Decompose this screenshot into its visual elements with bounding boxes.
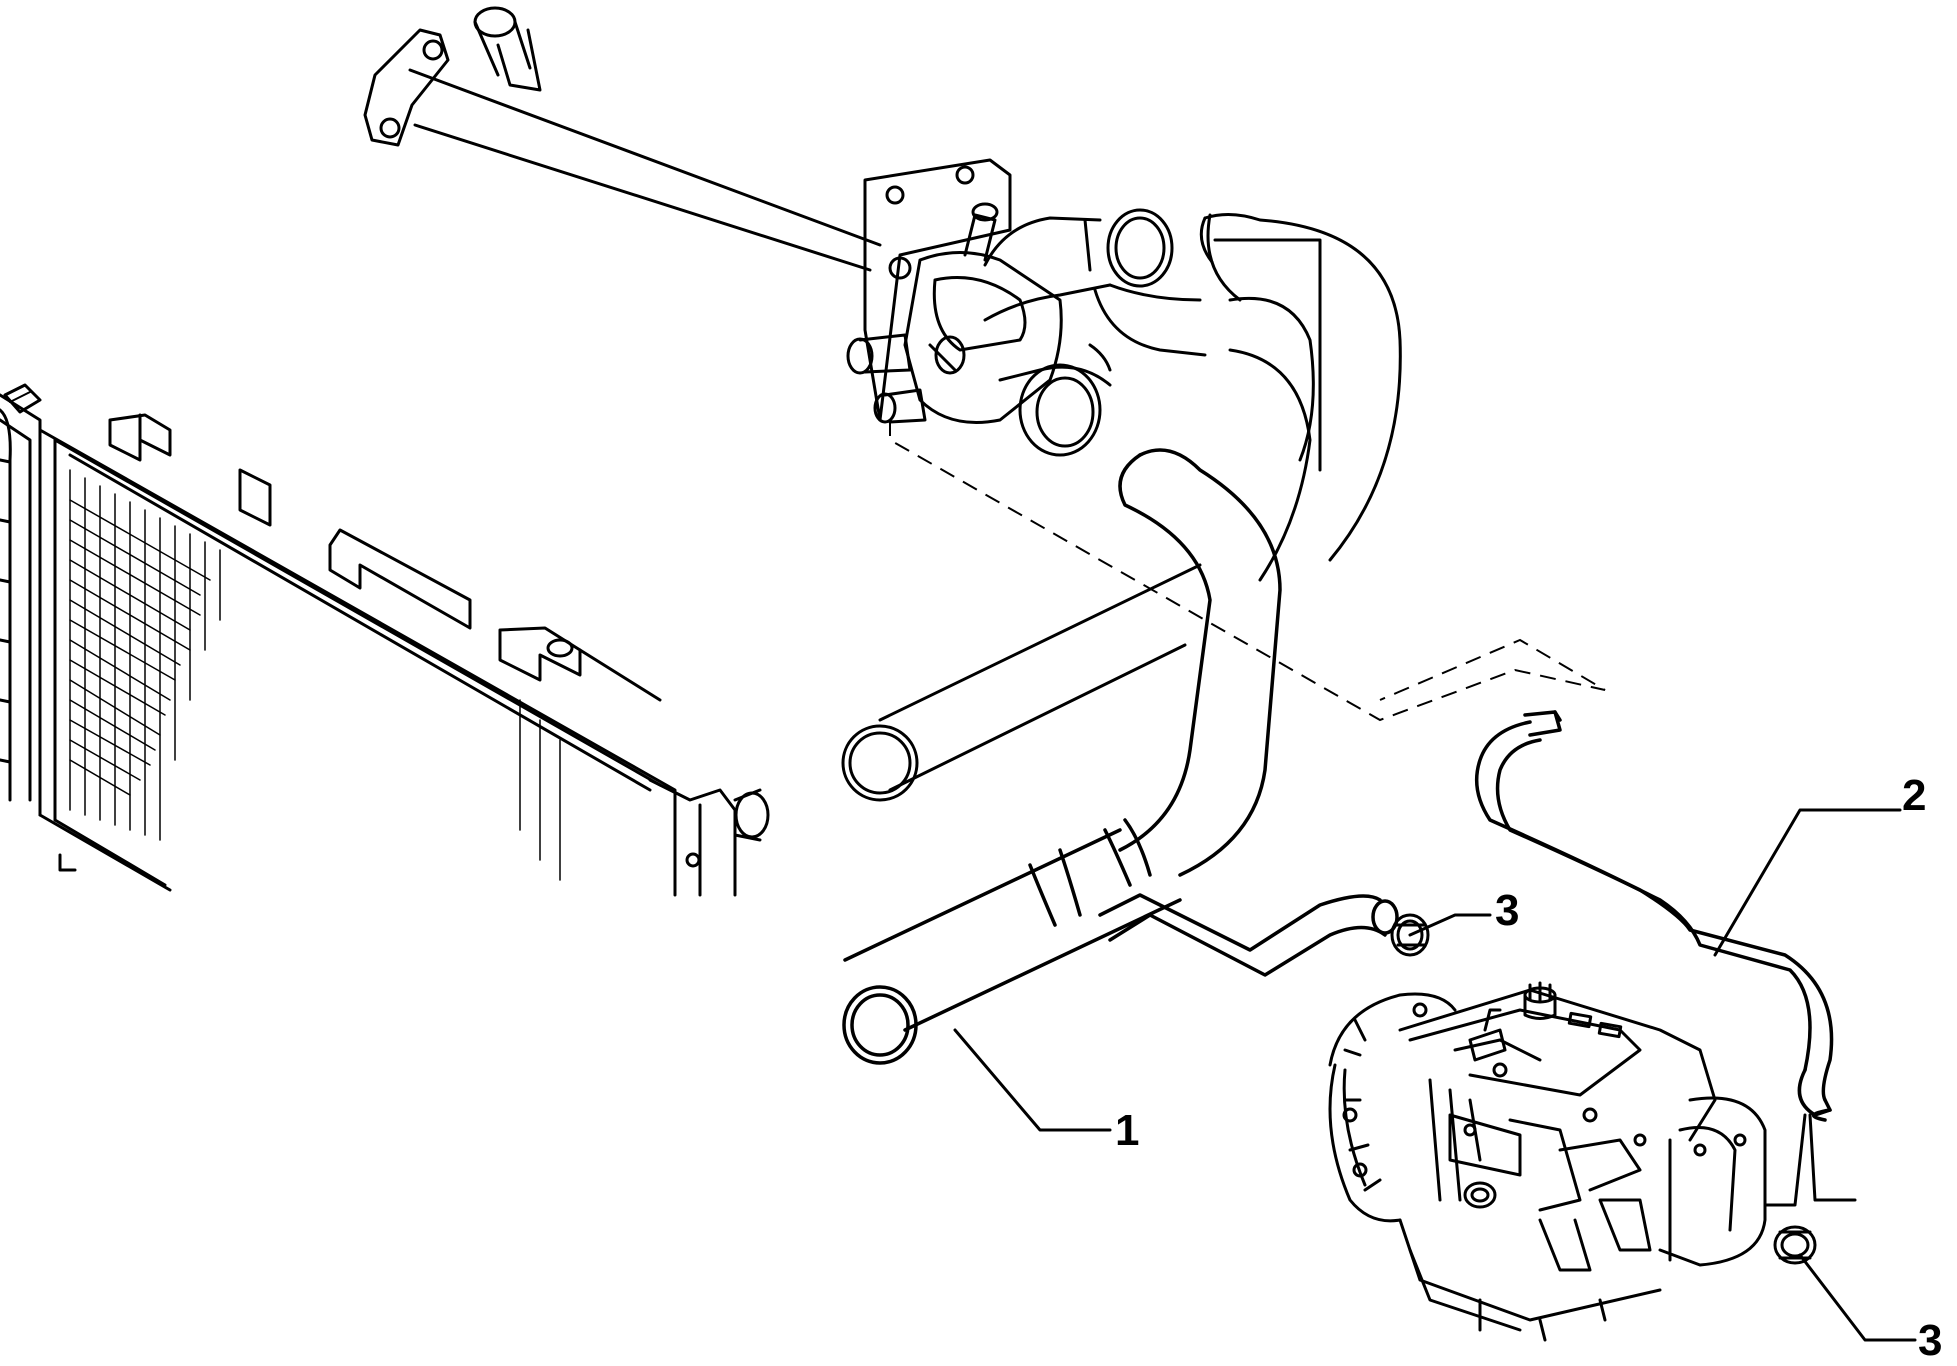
assembly-dashed-line bbox=[889, 420, 1606, 722]
lower-radiator-hose bbox=[842, 448, 1399, 1065]
hose-clamp-upper bbox=[1390, 913, 1430, 957]
leader-lines bbox=[953, 808, 1917, 1342]
callout-1: 1 bbox=[1115, 1106, 1139, 1155]
upper-radiator-hose bbox=[841, 213, 1402, 802]
radiator bbox=[0, 383, 770, 897]
engine-block bbox=[1328, 981, 1767, 1342]
thermostat-housing bbox=[846, 202, 1174, 457]
hose-clamp-lower bbox=[1773, 1225, 1817, 1265]
coolant-pipe bbox=[363, 6, 1012, 422]
callout-3-upper: 3 bbox=[1495, 886, 1519, 935]
callout-2: 2 bbox=[1902, 771, 1926, 820]
callout-3-lower: 3 bbox=[1918, 1316, 1942, 1365]
heater-hose bbox=[1474, 710, 1834, 1122]
